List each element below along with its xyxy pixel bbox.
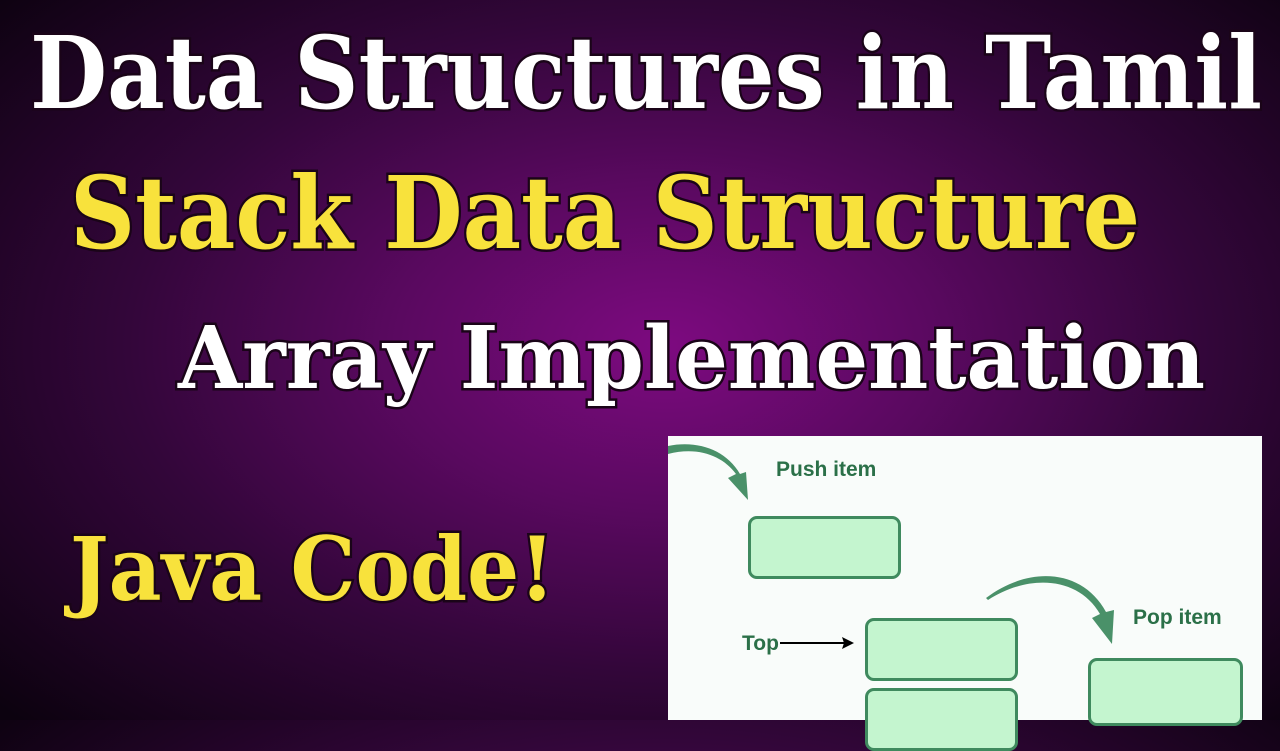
pop-item-box (1088, 658, 1243, 726)
push-item-box (748, 516, 901, 579)
push-arrow-icon (668, 444, 748, 500)
topic-title: Array Implementation (177, 308, 1205, 409)
subtitle: Stack Data Structure (70, 154, 1140, 272)
stack-top-box (865, 618, 1018, 681)
pop-item-label: Pop item (1133, 606, 1222, 629)
heading-layer: Data Structures in Tamil Stack Data Stru… (28, 12, 1265, 412)
pop-arrow-icon (986, 576, 1114, 644)
diagram-arrows (668, 444, 1114, 649)
main-title: Data Structures in Tamil (30, 14, 1262, 132)
tagline: Java Code! (64, 517, 555, 621)
push-item-label: Push item (776, 458, 877, 481)
stack-diagram: Push item Pop item Top (668, 436, 1262, 751)
top-label: Top (742, 632, 779, 655)
